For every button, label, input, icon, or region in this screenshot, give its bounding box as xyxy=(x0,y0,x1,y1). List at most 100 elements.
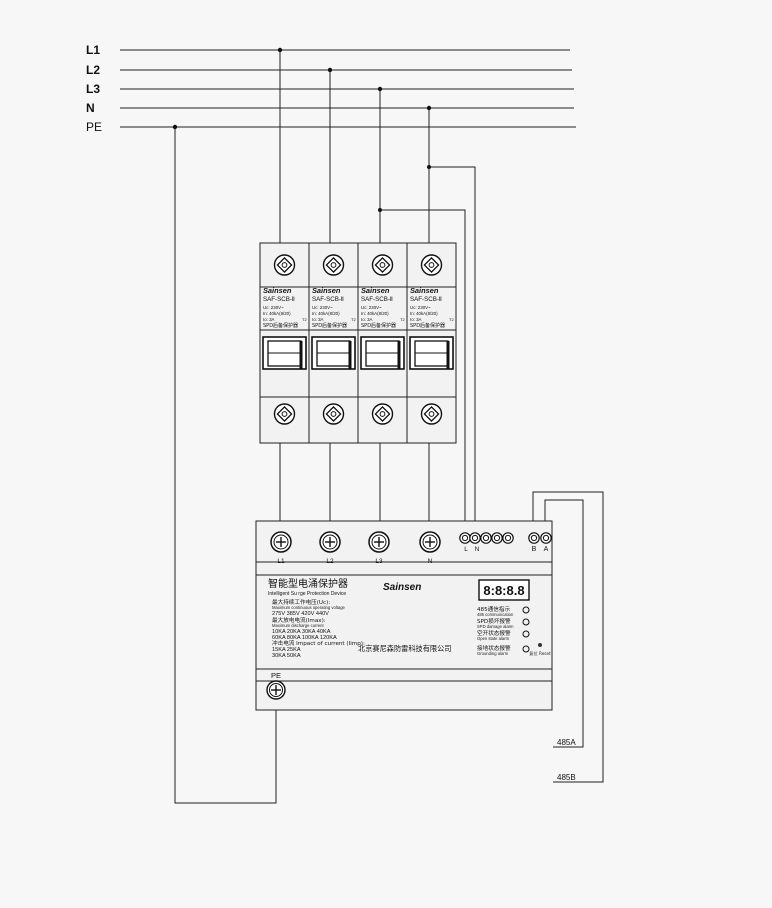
main-terminals xyxy=(270,531,441,553)
reset-button[interactable] xyxy=(538,643,542,647)
uc-label-en: Maximum continuous operating voltage xyxy=(272,605,346,610)
small-terminal-screw xyxy=(469,532,481,544)
iimp-label: 冲击电流 Impact of current (Iimp): xyxy=(272,639,365,647)
module-uc: Uc: 230V~ xyxy=(361,305,382,310)
terminal-screw-n xyxy=(419,531,441,553)
status-led-open xyxy=(522,630,530,638)
status-sub-485: 485 communication xyxy=(477,612,514,617)
junction-pe xyxy=(172,124,178,130)
digital-display xyxy=(478,579,530,601)
module-uc: Uc: 230V~ xyxy=(312,305,333,310)
module-class: T2 xyxy=(302,317,307,322)
terminal-screw-l2 xyxy=(319,531,341,553)
bus-bars xyxy=(120,49,576,128)
status-label-ground: 接地状态报警 xyxy=(477,644,511,652)
status-label-485: 485通信指示 xyxy=(477,605,510,613)
bus-label-l2: L2 xyxy=(86,63,100,77)
screw-icon xyxy=(371,403,394,425)
pe-terminal-screw xyxy=(266,680,286,700)
uc-label-cn: 最大持续工作电压(Uc): xyxy=(272,598,330,606)
comm-label-485a: 485A xyxy=(557,738,576,747)
junction-n xyxy=(426,105,432,111)
protector-title-en: Intelligent Su rge Protection Device xyxy=(268,591,346,597)
imax-label-en: Maximum discharge current xyxy=(272,623,324,628)
module-caption: SPD后备保护器 xyxy=(361,322,396,329)
module-io: Io: 3A xyxy=(410,317,422,322)
module-caption: SPD后备保护器 xyxy=(410,322,445,329)
bus-label-l3: L3 xyxy=(86,82,100,96)
terminal-label-small-n: N xyxy=(475,546,480,553)
screw-icon xyxy=(273,254,296,276)
small-terminal-screw xyxy=(502,532,514,544)
imax-label-cn: 最大放电电流(Imax): xyxy=(272,616,326,624)
wire-pe xyxy=(174,127,277,804)
screw-icon xyxy=(322,403,345,425)
terminal-label-l1: L1 xyxy=(277,558,285,565)
small-terminals xyxy=(459,532,552,544)
module-model: SAF-SCB-Ⅱ xyxy=(361,296,393,303)
breaker-lever[interactable] xyxy=(409,336,454,370)
module-io: Io: 3A xyxy=(361,317,373,322)
module-io: Io: 3A xyxy=(263,317,275,322)
pe-terminal-label: PE xyxy=(271,671,281,680)
screw-icon xyxy=(273,403,296,425)
screw-icon xyxy=(322,254,345,276)
small-terminal-screw xyxy=(528,532,540,544)
junction-dots xyxy=(172,47,432,212)
terminal-label-l3: L3 xyxy=(375,558,383,565)
status-sub-ground: Grounding alarm xyxy=(477,651,509,656)
wire-l-monitor xyxy=(380,209,466,530)
wires xyxy=(174,50,604,804)
breaker-lever[interactable] xyxy=(360,336,405,370)
wire-485a xyxy=(544,499,584,748)
module-class: T2 xyxy=(351,317,356,322)
bus-label-l1: L1 xyxy=(86,43,100,57)
module-brand: Sainsen xyxy=(263,286,292,295)
breaker-lever[interactable] xyxy=(311,336,356,370)
module-model: SAF-SCB-Ⅱ xyxy=(312,296,344,303)
small-terminal-screw xyxy=(480,532,492,544)
small-terminal-screw xyxy=(459,532,471,544)
module-in: In: 40kA(8/20) xyxy=(263,311,291,316)
surge-protector: L1 L2 L3 N L N B A 智能型电涌保护器 Intelligent … xyxy=(255,520,553,711)
junction-n-branch xyxy=(427,165,431,169)
screw-icon xyxy=(371,254,394,276)
module-in: In: 40kA(8/20) xyxy=(410,311,438,316)
status-label-open: 空开状态报警 xyxy=(477,629,511,637)
module-brand: Sainsen xyxy=(312,286,341,295)
small-terminal-screw xyxy=(491,532,503,544)
comm-label-485b: 485B xyxy=(557,773,576,782)
module-io: Io: 3A xyxy=(312,317,324,322)
module-caption: SPD后备保护器 xyxy=(263,322,298,329)
module-brand: Sainsen xyxy=(410,286,439,295)
junction-l1 xyxy=(277,47,283,53)
module-model: SAF-SCB-Ⅱ xyxy=(263,296,295,303)
junction-l3 xyxy=(377,86,383,92)
module-class: T2 xyxy=(449,317,454,322)
terminal-screw-l1 xyxy=(270,531,292,553)
protector-body xyxy=(255,520,553,711)
wire-n-monitor xyxy=(429,166,476,530)
terminal-label-n: N xyxy=(428,558,433,565)
breaker-lever[interactable] xyxy=(262,336,307,370)
terminal-label-b: B xyxy=(532,546,537,553)
display-readout: 8:8:8.8 xyxy=(483,583,524,598)
module-uc: Uc: 230V~ xyxy=(263,305,284,310)
bus-label-n: N xyxy=(86,101,95,115)
imax-options-2: 60KA 80KA 100KA 120KA xyxy=(272,635,337,641)
company-name: 北京赛尼森防雷科技有限公司 xyxy=(358,644,451,653)
screw-icon xyxy=(420,403,443,425)
module-in: In: 40kA(8/20) xyxy=(361,311,389,316)
status-led-ground xyxy=(522,645,530,653)
protector-title-cn: 智能型电涌保护器 xyxy=(268,577,348,590)
module-uc: Uc: 230V~ xyxy=(410,305,431,310)
reset-label: 复位 Reset xyxy=(529,650,551,657)
module-caption: SPD后备保护器 xyxy=(312,322,347,329)
small-terminal-screw xyxy=(540,532,552,544)
